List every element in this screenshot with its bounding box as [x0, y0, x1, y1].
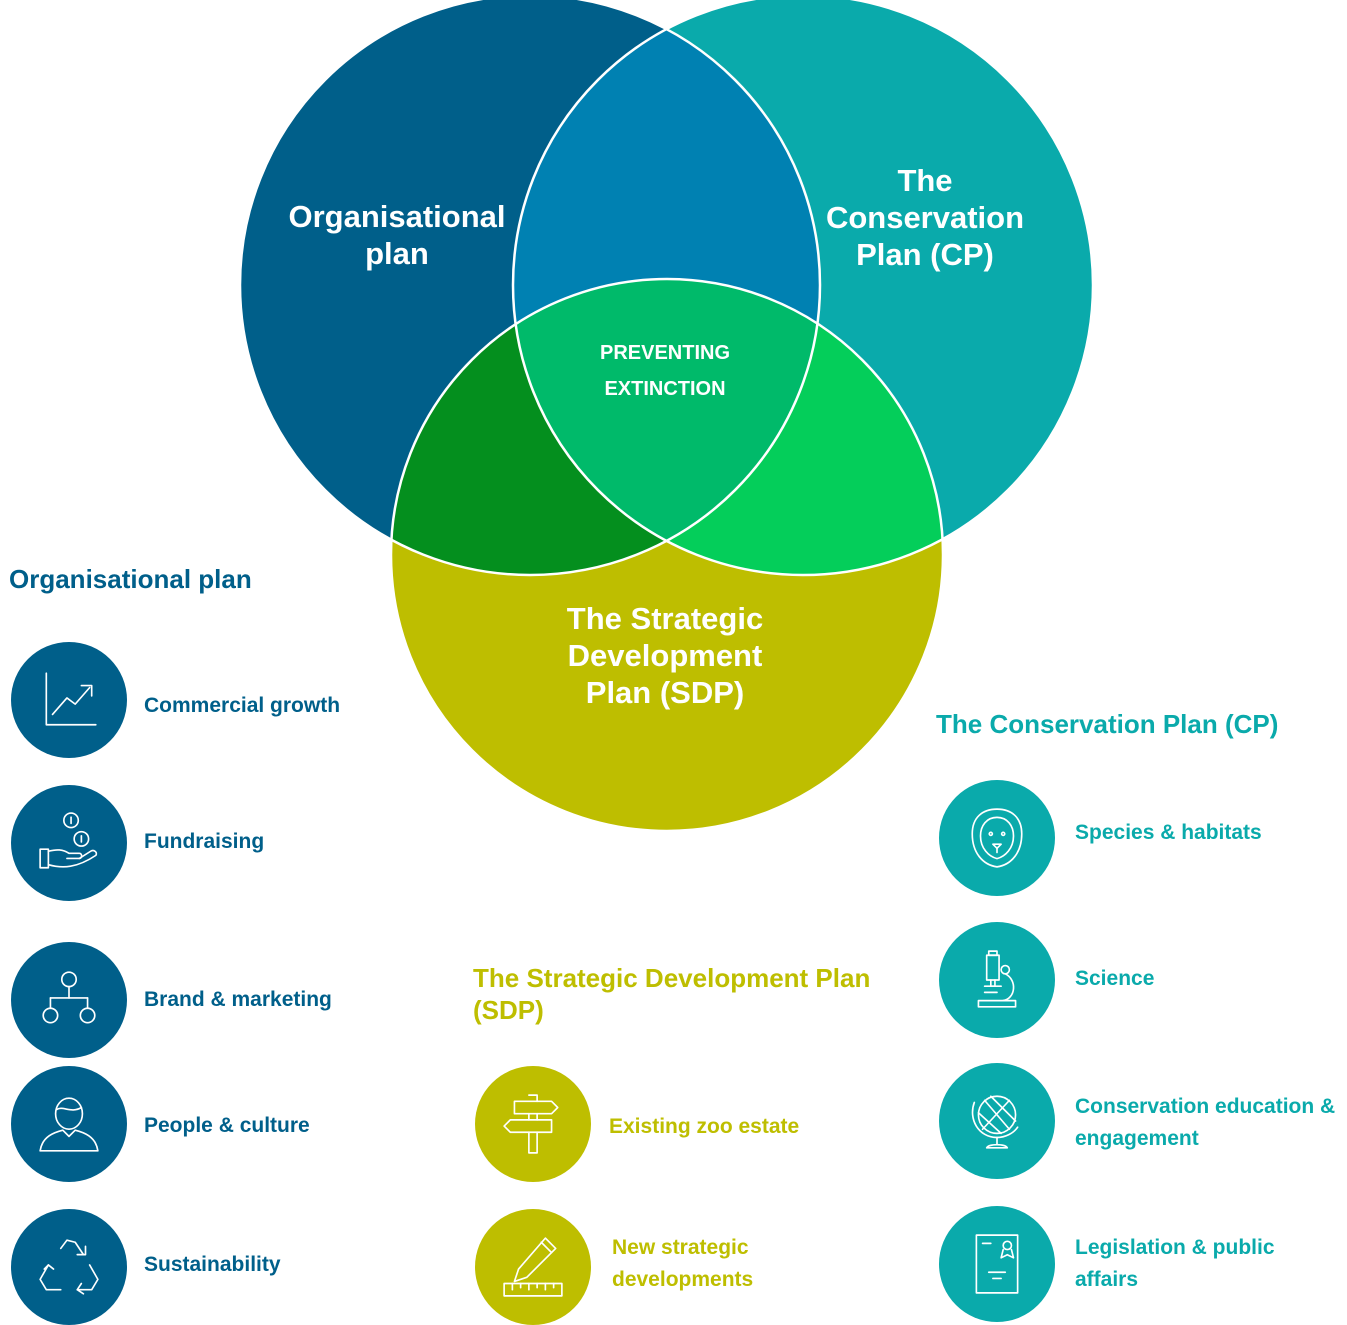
recycle-icon: [39, 1239, 99, 1295]
new-strategic-developments-label: New strategic developments: [612, 1236, 754, 1291]
sustainability-label: Sustainability: [144, 1253, 281, 1276]
org-heading: Organisational plan: [9, 564, 252, 594]
conservation-education-label: Conservation education & engagement: [1075, 1095, 1336, 1150]
cp-heading: The Conservation Plan (CP): [936, 709, 1279, 739]
chart-growth-icon: [45, 672, 97, 726]
people-culture-label: People & culture: [144, 1114, 310, 1137]
pencil-ruler-icon: [503, 1237, 563, 1297]
commercial-growth-label: Commercial growth: [144, 694, 341, 717]
venn-center-label: PREVENTING EXTINCTION: [599, 342, 731, 400]
microscope-icon: [977, 950, 1017, 1008]
fundraising-label: Fundraising: [144, 830, 265, 853]
commercial-growth-icon-circle: [11, 642, 127, 758]
species-habitats-icon-circle: [939, 780, 1055, 896]
venn-sdp-label: The Strategic Development Plan (SDP): [566, 601, 764, 710]
sustainability-icon-circle: [11, 1209, 127, 1325]
venn-org-label: Organisational plan: [288, 199, 506, 271]
globe-icon: [971, 1095, 1019, 1149]
hand-coins-icon: [39, 812, 98, 869]
sdp-heading: The Strategic Development Plan (SDP): [473, 963, 871, 1025]
brand-marketing-icon-circle: [11, 942, 127, 1058]
certificate-icon: [975, 1234, 1019, 1294]
species-habitats-label: Species & habitats: [1075, 821, 1262, 844]
legislation-label: Legislation & public affairs: [1075, 1236, 1275, 1291]
fundraising-icon-circle: [11, 785, 127, 901]
signpost-icon: [503, 1094, 559, 1154]
existing-zoo-estate-icon-circle: [475, 1066, 591, 1182]
brand-marketing-label: Brand & marketing: [144, 988, 332, 1011]
legislation-icon-circle: [939, 1206, 1055, 1322]
conservation-education-icon-circle: [939, 1063, 1055, 1179]
lion-icon: [971, 808, 1023, 868]
venn-cp-label: The Conservation Plan (CP): [825, 163, 1025, 272]
existing-zoo-estate-label: Existing zoo estate: [609, 1115, 800, 1138]
science-label: Science: [1075, 967, 1155, 990]
hierarchy-icon: [42, 971, 96, 1024]
new-strategic-developments-icon-circle: [475, 1209, 591, 1325]
venn-diagram: [238, 0, 1095, 833]
people-culture-icon-circle: [11, 1066, 127, 1182]
science-icon-circle: [939, 922, 1055, 1038]
person-icon: [39, 1097, 99, 1152]
